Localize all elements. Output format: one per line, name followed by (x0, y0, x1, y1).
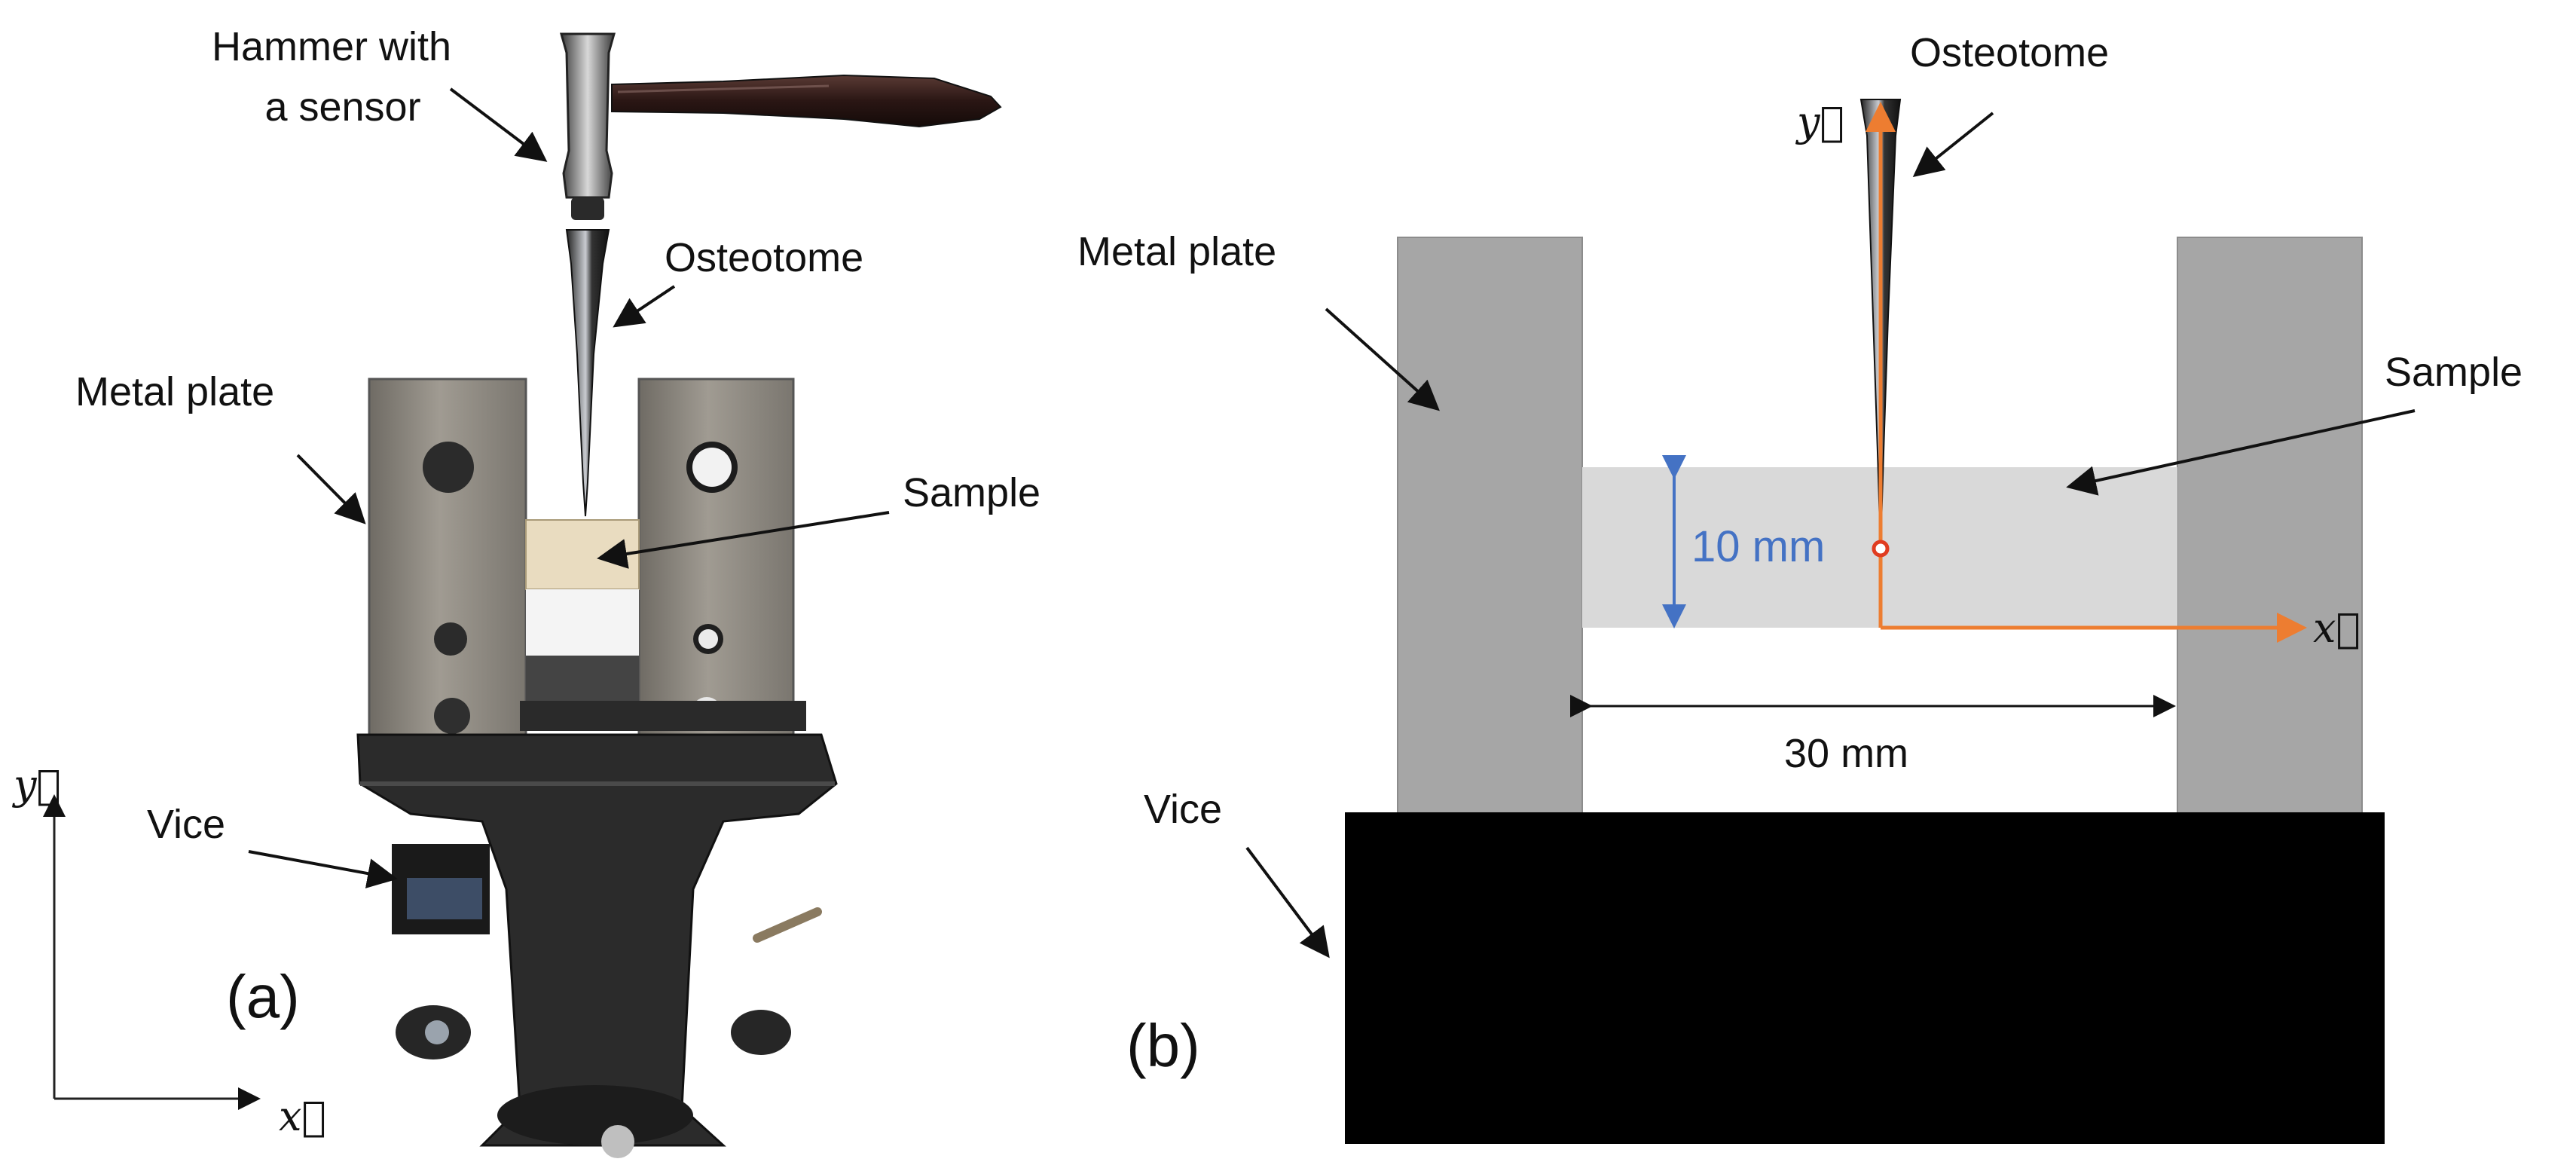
vice-photo (358, 735, 836, 1158)
panel-label-b: (b) (1126, 1012, 1200, 1079)
axis-x-label-a: x⃗ (279, 1093, 326, 1140)
osteotome-arrow-a (618, 286, 674, 324)
vice-arrow-a (249, 852, 392, 878)
axis-x-label-b: x⃗ (2313, 604, 2361, 652)
hammer-label-line2: a sensor (264, 84, 420, 130)
metal-plate-right (2177, 237, 2362, 814)
dim-width-label: 30 mm (1784, 731, 1908, 776)
osteotome-arrow-b (1917, 113, 1993, 173)
hammer-label: Hammer with (212, 24, 451, 69)
axis-y-label-b: y⃗ (1795, 98, 1844, 145)
tip-point (1874, 542, 1887, 555)
vice-rect (1345, 812, 2385, 1144)
sample-label-a: Sample (903, 470, 1040, 515)
sample-label-b: Sample (2385, 350, 2523, 395)
metal-plate-left (1398, 237, 1582, 814)
panel-b: 10 mm 30 mm Osteotome Metal plate Sample… (1077, 30, 2523, 1144)
hammer-icon (561, 34, 1001, 220)
vice-label-a: Vice (147, 802, 225, 847)
metal-plate-label-a: Metal plate (75, 369, 274, 414)
metal-plate-label-b: Metal plate (1077, 229, 1276, 274)
osteotome-photo-icon (567, 230, 609, 516)
panel-a: Hammer with a sensor Osteotome Metal pla… (12, 24, 1040, 1158)
panel-label-a: (a) (226, 963, 300, 1030)
vice-arrow-b (1247, 848, 1326, 953)
dim-height-label: 10 mm (1691, 522, 1825, 571)
hammer-arrow (451, 89, 542, 158)
vice-label-b: Vice (1144, 787, 1222, 832)
osteotome-label-b: Osteotome (1910, 30, 2109, 75)
axis-y-label-a: y⃗ (12, 761, 61, 809)
metal-plate-arrow-a (298, 455, 362, 520)
osteotome-label-a: Osteotome (665, 235, 863, 280)
